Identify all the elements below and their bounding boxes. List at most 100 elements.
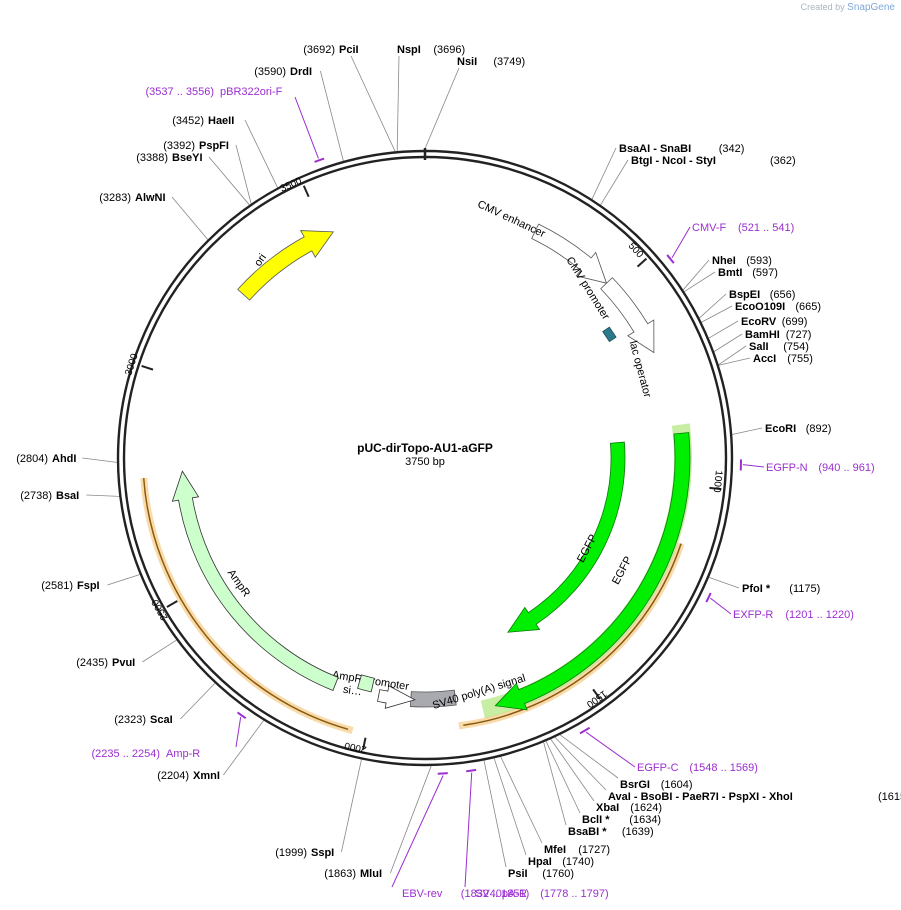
- primer-position: (2235 .. 2254): [92, 748, 161, 760]
- site-position: (362): [770, 155, 796, 167]
- site-pcii[interactable]: (3692)PciI: [303, 44, 358, 56]
- leader-line: [483, 760, 507, 868]
- site-bseyi[interactable]: (3388)BseYI: [136, 152, 202, 164]
- primer-ebv-rev[interactable]: EBV-rev(1832 .. 1851): [391, 772, 529, 900]
- site-drdi[interactable]: (3590)DrdI: [254, 66, 312, 78]
- site-name: AhdI: [52, 453, 76, 465]
- leader-line: [235, 144, 252, 204]
- feature-egfp-inner[interactable]: EGFP: [507, 441, 626, 633]
- site-nspi[interactable]: NspI(3696): [397, 44, 465, 56]
- site-psii[interactable]: PsiI(1760): [508, 868, 574, 880]
- plasmid-size: 3750 bp: [405, 456, 445, 468]
- primer-bind-arc: [437, 772, 448, 775]
- site-avai-bsobi-paer7i-pspxi-xhoi[interactable]: AvaI - BsoBI - PaeR7I - PspXI - XhoI(161…: [608, 791, 901, 803]
- primer-amp-r[interactable]: Amp-R(2235 .. 2254): [92, 711, 247, 760]
- credit-prefix: Created by: [800, 2, 845, 12]
- site-position: (2738): [20, 490, 52, 502]
- leader-line: [559, 734, 619, 779]
- leader-line: [701, 305, 733, 323]
- site-name: PvuI: [112, 657, 135, 669]
- site-ahdi[interactable]: (2804)AhdI: [16, 453, 76, 465]
- primer-sv40pa-r[interactable]: SV40pA-R(1778 .. 1797): [464, 768, 609, 900]
- site-pfoi[interactable]: PfoI *(1175): [742, 583, 820, 595]
- feature-ori[interactable]: ori: [237, 230, 335, 301]
- site-fspi[interactable]: (2581)FspI: [41, 580, 99, 592]
- site-name: AccI: [753, 353, 776, 365]
- site-pvui[interactable]: (2435)PvuI: [76, 657, 135, 669]
- site-position: (727): [786, 329, 812, 341]
- site-xbai[interactable]: XbaI(1624): [596, 802, 662, 814]
- site-bamhi[interactable]: BamHI(727): [745, 329, 811, 341]
- site-bsrgi[interactable]: BsrGI(1604): [620, 779, 693, 791]
- primer-name: pBR322ori-F: [220, 86, 283, 98]
- site-name: XbaI: [596, 802, 619, 814]
- site-btgi-ncoi-styi[interactable]: BtgI - NcoI - StyI(362): [631, 155, 796, 167]
- orf-line: [463, 543, 682, 727]
- site-bcli[interactable]: BclI *(1634): [582, 814, 661, 826]
- site-acci[interactable]: AccI (755): [753, 353, 813, 365]
- leader-line: [554, 736, 607, 791]
- primer-cmv-f[interactable]: CMV-F(521 .. 541): [666, 222, 794, 264]
- site-pspfi[interactable]: (3392)PspFI: [163, 140, 229, 152]
- site-sspi[interactable]: (1999)SspI: [275, 847, 334, 859]
- primer-position: (3537 .. 3556): [146, 86, 215, 98]
- primer-position: (1201 .. 1220): [785, 609, 854, 621]
- site-bspei[interactable]: BspEI(656): [729, 289, 795, 301]
- primer-marks: pBR322ori-F (3537 .. 3556) CMV-F(521 .. 54…: [92, 86, 875, 900]
- site-sali[interactable]: SalI(754): [749, 341, 809, 353]
- site-mfei[interactable]: MfeI(1727): [544, 844, 610, 856]
- site-bsai[interactable]: (2738)BsaI: [20, 490, 79, 502]
- site-haeii[interactable]: (3452)HaeII: [172, 115, 234, 127]
- site-name: BsrGI: [620, 779, 650, 791]
- site-scai[interactable]: (2323)ScaI: [114, 714, 172, 726]
- egfp-arrow: [494, 432, 691, 711]
- primer-bind-arc: [579, 726, 591, 735]
- leader-line: [699, 293, 727, 319]
- primer-leader: [671, 226, 691, 259]
- primer-bind-arc: [466, 768, 477, 773]
- site-name: AlwNI: [135, 192, 166, 204]
- primer-pbr322ori-f[interactable]: pBR322ori-F (3537 .. 3556): [146, 86, 325, 163]
- primer-leader: [710, 597, 732, 615]
- feature-cmv-enhancer[interactable]: CMV enhancer: [475, 198, 608, 284]
- site-bmti[interactable]: BmtI(597): [718, 267, 778, 279]
- orf-line: [142, 478, 349, 731]
- site-name: SspI: [311, 847, 334, 859]
- site-position: (3392): [163, 140, 195, 152]
- site-nhei[interactable]: NheI(593): [712, 255, 772, 267]
- primer-egfp-c[interactable]: EGFP-C(1548 .. 1569): [579, 726, 758, 774]
- orf-halo: [140, 477, 354, 734]
- primer-bind-arc: [314, 157, 325, 163]
- site-ecori[interactable]: EcoRI(892): [765, 423, 831, 435]
- feature-ampr[interactable]: AmpR: [171, 470, 339, 691]
- site-xmni[interactable]: (2204)XmnI: [157, 770, 220, 782]
- site-ecoo109i[interactable]: EcoO109I(665): [735, 301, 821, 313]
- site-name: EcoRI: [765, 423, 796, 435]
- leader-line: [708, 576, 740, 589]
- tick-mark: [141, 364, 154, 371]
- primer-exfp-r[interactable]: EXFP-R(1201 .. 1220): [705, 592, 854, 621]
- site-alwni[interactable]: (3283)AlwNI: [99, 192, 165, 204]
- site-mlui[interactable]: (1863)MluI: [324, 868, 382, 880]
- primer-egfp-n[interactable]: EGFP-N(940 .. 961): [739, 459, 875, 474]
- site-bsaai-snabi[interactable]: BsaAI - SnaBI(342): [619, 143, 744, 155]
- primer-position: (1548 .. 1569): [689, 762, 758, 774]
- site-hpai[interactable]: HpaI(1740): [528, 856, 594, 868]
- leader-line: [390, 765, 432, 874]
- feature-si[interactable]: si…: [342, 674, 375, 699]
- site-nsii[interactable]: NsiI(3749): [457, 56, 525, 68]
- site-name: NheI: [712, 255, 736, 267]
- site-ecorv[interactable]: EcoRV(699): [741, 316, 807, 328]
- site-position: (755): [787, 353, 813, 365]
- leader-line: [424, 67, 460, 151]
- site-name: NsiI: [457, 56, 477, 68]
- tick-label: 3500: [279, 175, 304, 194]
- tick-mark: [302, 185, 310, 198]
- plasmid-name: pUC-dirTopo-AU1-aGFP: [357, 441, 493, 455]
- site-bsabi[interactable]: BsaBI *(1639): [568, 826, 654, 838]
- site-position: (3692): [303, 44, 335, 56]
- tick-mark: [166, 600, 178, 608]
- feature-label: si…: [342, 684, 362, 699]
- leader-line: [718, 357, 751, 366]
